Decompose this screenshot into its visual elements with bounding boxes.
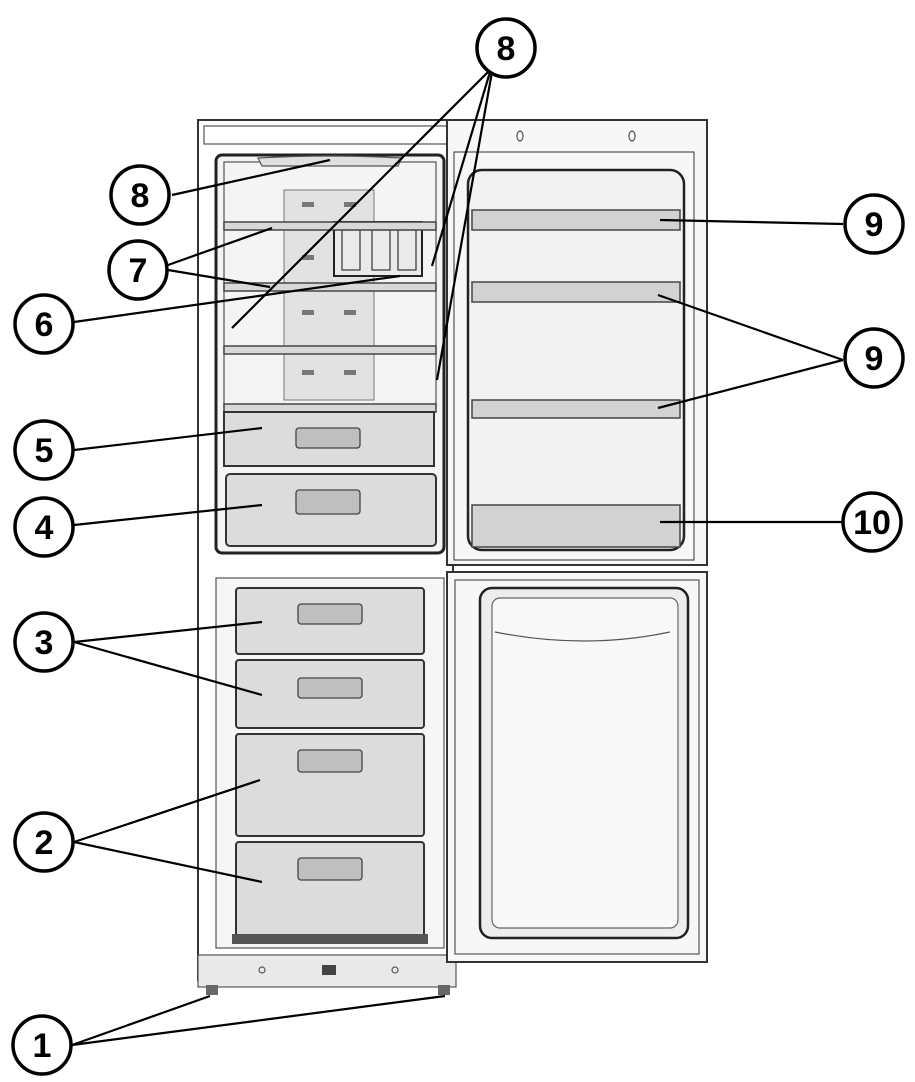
callout-label: 2 <box>35 824 54 862</box>
callout-label: 9 <box>865 340 884 378</box>
door-balcony-2 <box>471 281 681 303</box>
callout-label: 3 <box>35 624 54 662</box>
callout-label: 9 <box>865 206 884 244</box>
callout-10: 10 <box>841 491 903 553</box>
callout-9-top: 9 <box>843 193 905 255</box>
callout-label: 8 <box>131 177 150 215</box>
fridge-compartment <box>214 153 446 555</box>
freezer-door <box>446 571 708 963</box>
door-balcony-1 <box>471 209 681 231</box>
callout-label: 1 <box>33 1027 52 1065</box>
callout-label: 5 <box>35 432 54 470</box>
crisper-cover-drawer <box>223 411 435 467</box>
freezer-drawer-4 <box>235 841 425 939</box>
callout-6: 6 <box>13 293 75 355</box>
callout-label: 10 <box>853 504 891 542</box>
callout-9-mid: 9 <box>843 327 905 389</box>
callout-8-top: 8 <box>475 17 537 79</box>
freezer-compartment <box>215 577 445 949</box>
fruit-vegetable-drawer <box>225 473 437 547</box>
freezer-drawer-2 <box>235 659 425 729</box>
shelf-3 <box>223 345 437 355</box>
callout-8-left: 8 <box>109 164 171 226</box>
callout-2: 2 <box>13 811 75 873</box>
callout-4: 4 <box>13 496 75 558</box>
freezer-drawer-3 <box>235 733 425 837</box>
thermostat-unit <box>333 221 423 277</box>
freezer-drawer-1 <box>235 587 425 655</box>
fridge-door <box>446 119 708 566</box>
callout-label: 4 <box>35 509 54 547</box>
bottle-balcony <box>471 504 681 548</box>
callout-label: 7 <box>129 252 148 290</box>
leader-lines <box>71 71 844 1047</box>
door-balcony-3 <box>471 399 681 419</box>
shelf-2 <box>223 282 437 292</box>
fridge-cabinet <box>197 119 457 995</box>
callout-1: 1 <box>11 1014 73 1076</box>
callout-3: 3 <box>13 611 75 673</box>
callout-7: 7 <box>107 239 169 301</box>
callout-label: 8 <box>497 30 516 68</box>
shelf-4 <box>223 403 437 413</box>
callout-5: 5 <box>13 419 75 481</box>
callout-label: 6 <box>35 306 54 344</box>
